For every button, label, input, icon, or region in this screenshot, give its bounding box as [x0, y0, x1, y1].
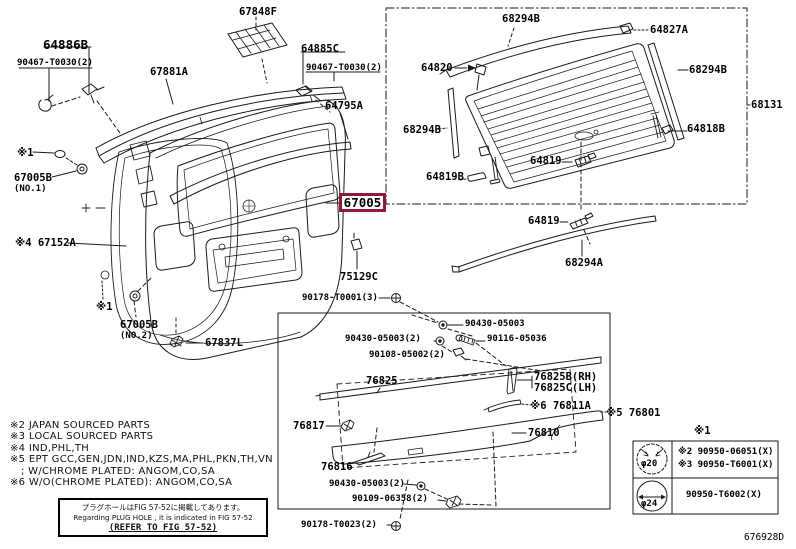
note-english: Regarding PLUG HOLE , it is indicated in…	[73, 513, 253, 522]
hardware-left	[32, 150, 88, 178]
callout-64886B: 64886B	[43, 37, 89, 52]
hardware-64886B	[18, 46, 121, 134]
callout-76811A: ※6 76811A	[530, 400, 591, 412]
callout-67837L: 67837L	[205, 337, 243, 349]
figure-code: 676928D	[744, 532, 785, 543]
callout-67005B-no2-sub: (NO.2)	[120, 331, 153, 341]
callout-76810: 76810	[528, 427, 560, 439]
callout-90116: 90116-05036	[487, 334, 547, 344]
legend-line-1: ※2 JAPAN SOURCED PARTS	[10, 420, 151, 431]
size-table	[632, 440, 779, 515]
callout-67881A: 67881A	[150, 66, 188, 78]
hardware-90178-T0023	[386, 521, 401, 531]
callout-67005B-no2: 67005B	[120, 319, 158, 331]
callout-90430-b: 90430-05003(2)	[345, 334, 421, 344]
callout-68294A: 68294A	[565, 257, 603, 269]
table-header-ast1: ※1	[694, 425, 711, 437]
part-67848F	[227, 16, 288, 84]
callout-64885C: 64885C	[301, 43, 339, 55]
part-67152A	[67, 137, 239, 345]
hardware-90178-T0001	[378, 293, 439, 323]
callout-68294B-right: 68294B	[689, 64, 727, 76]
legend-line-2: ※3 LOCAL SOURCED PARTS	[10, 431, 154, 443]
callout-68131: 68131	[751, 99, 783, 111]
plug-hole-note: プラグホールはFIG 57-52に掲載してあります。 Regarding PLU…	[58, 498, 268, 537]
callout-64795A: 64795A	[325, 100, 363, 112]
hardware-bottom-left	[101, 276, 204, 348]
callout-76816: 76816	[321, 461, 353, 473]
bumper-box	[277, 312, 611, 520]
callout-64818B: 64818B	[687, 123, 725, 135]
legend-line-3: ※4 IND,PHL,TH	[10, 442, 90, 454]
callout-ast1-left: ※1	[17, 147, 34, 159]
callout-76801: ※5 76801	[606, 407, 661, 419]
table-row1-part-a: ※2 90950-06051(X)	[678, 447, 774, 457]
callout-75129C: 75129C	[340, 271, 378, 283]
callout-64819-a: 64819	[530, 155, 562, 167]
callout-76817: 76817	[293, 420, 325, 432]
hardware-64885C	[295, 51, 381, 113]
note-japanese: プラグホールはFIG 57-52に掲載してあります。	[81, 503, 245, 512]
part-75129C	[350, 232, 363, 270]
callout-64827A: 64827A	[650, 24, 688, 36]
callout-64819B: 64819B	[426, 171, 464, 183]
callout-67848F: 67848F	[239, 6, 277, 18]
callout-68294B-left: 68294B	[403, 124, 441, 136]
callout-76825B: 76825B(RH)	[534, 371, 598, 383]
callout-90467-T0030-a: 90467-T0030(2)	[17, 58, 93, 68]
callout-64820: 64820	[421, 62, 453, 74]
below-glass	[451, 212, 657, 273]
callout-76825C: 76825C(LH)	[534, 382, 598, 394]
legend-line-5: ; W/CHROME PLATED: ANGOM,CO,SA	[21, 465, 215, 477]
callout-90108: 90108-05002(2)	[369, 350, 445, 360]
glass-box	[385, 7, 751, 213]
legend: ※2 JAPAN SOURCED PARTS ※3 LOCAL SOURCED …	[10, 420, 273, 488]
callout-67152A: ※4 67152A	[15, 237, 76, 249]
table-row2-part: 90950-T6002(X)	[686, 490, 762, 500]
callout-67005B-no1-sub: (NO.1)	[14, 184, 47, 194]
callout-90178-T0023: 90178-T0023(2)	[301, 520, 377, 530]
callout-90430-a: 90430-05003	[465, 319, 525, 329]
legend-line-4: ※5 EPT GCC,GEN,JDN,IND,KZS,MA,PHL,PKN,TH…	[10, 454, 273, 466]
table-row1-size: φ20	[641, 459, 658, 469]
callout-67005B-no1: 67005B	[14, 172, 52, 184]
callout-90467-T0030-b: 90467-T0030(2)	[306, 63, 382, 73]
callout-67005-highlighted[interactable]: 67005	[339, 193, 386, 212]
callout-90109: 90109-06358(2)	[352, 494, 428, 504]
callout-90178-T0001: 90178-T0001(3)	[302, 293, 378, 303]
callout-ast1-mid: ※1	[96, 301, 113, 313]
callout-90430-c: 90430-05003(2)	[329, 479, 405, 489]
note-reference: (REFER TO FIG 57-52)	[108, 523, 218, 533]
part-67005-door	[145, 99, 346, 360]
callout-68294B-top: 68294B	[502, 13, 540, 25]
table-row1-part-b: ※3 90950-T6001(X)	[678, 460, 774, 470]
legend-line-6: ※6 W/O(CHROME PLATED): ANGOM,CO,SA	[10, 477, 233, 489]
callout-64819-b: 64819	[528, 215, 560, 227]
table-row2-size: φ24	[641, 499, 658, 509]
callout-76825: 76825	[366, 375, 398, 387]
